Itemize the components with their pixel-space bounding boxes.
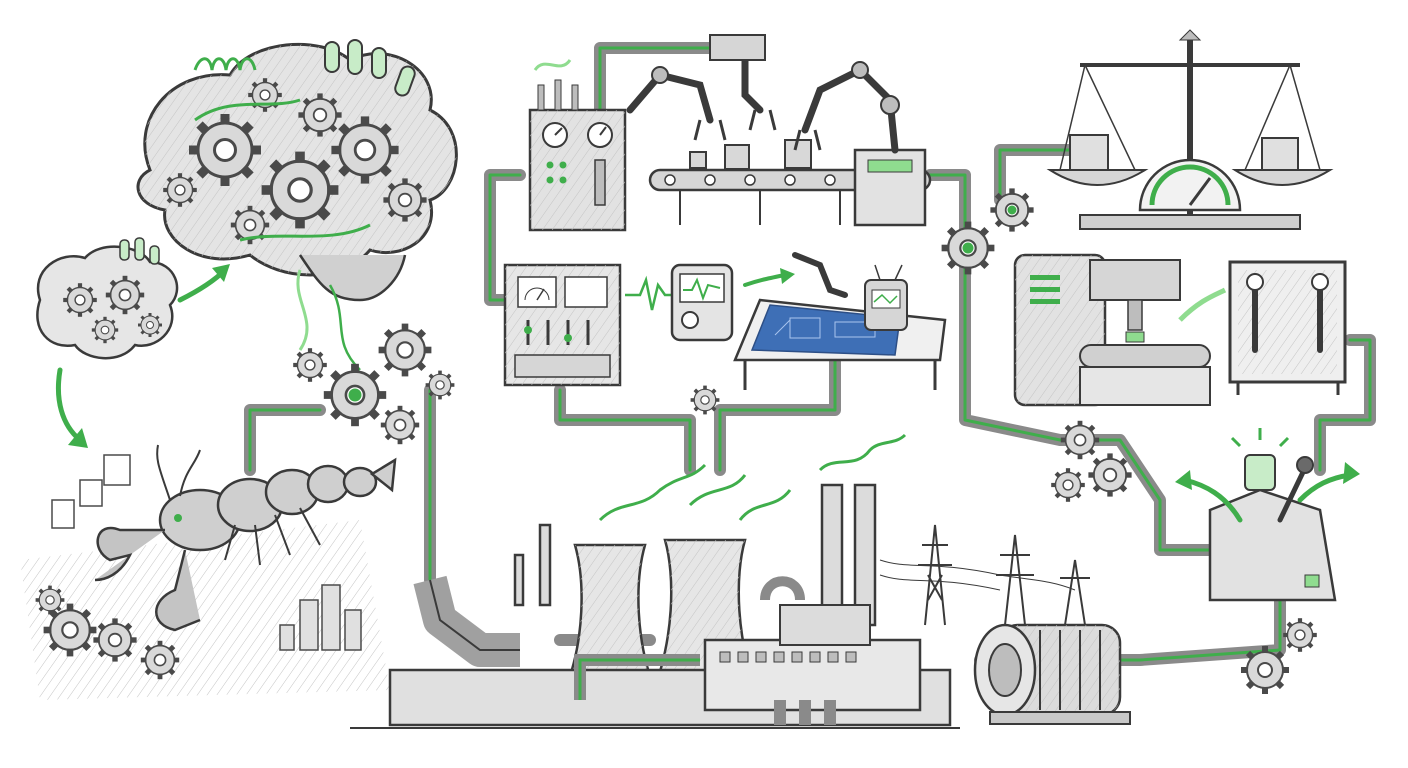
robotic-arm-icon xyxy=(533,34,900,151)
conveyor-belt-icon xyxy=(648,139,932,227)
blueprint-table-icon xyxy=(733,252,947,390)
smokestack-icon xyxy=(598,433,907,522)
control-panel-icon xyxy=(528,79,627,232)
power-pylon-icon xyxy=(879,524,1090,626)
lever-switch-icon xyxy=(1175,428,1360,602)
brain-gears-icon xyxy=(136,39,458,371)
oscilloscope-icon xyxy=(625,263,795,342)
cnc-machine-icon xyxy=(1013,253,1227,407)
robot-lobster-icon xyxy=(20,444,397,700)
power-plant xyxy=(350,575,960,729)
control-panel-icon xyxy=(503,263,622,387)
wrench-board-icon xyxy=(1228,260,1347,395)
smokestack-icon xyxy=(513,483,877,627)
electric-motor-icon xyxy=(973,623,1131,725)
balance-scale-icon xyxy=(1046,29,1334,230)
small-brain-icon xyxy=(36,237,230,448)
